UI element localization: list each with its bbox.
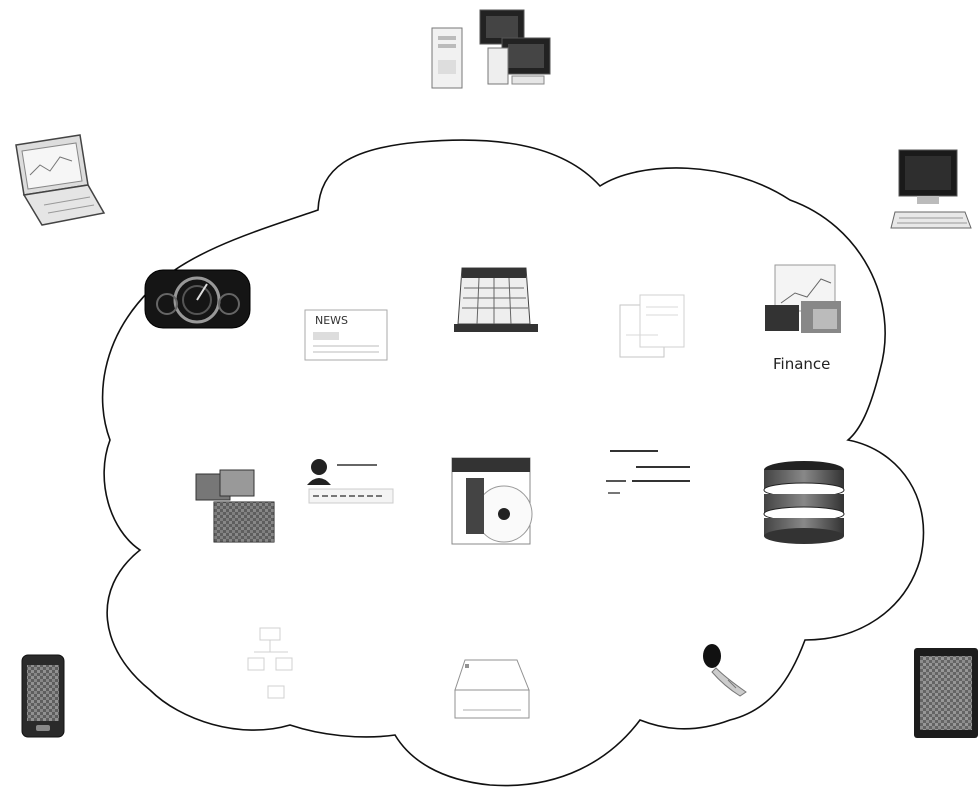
storage-drive-icon: [455, 660, 529, 718]
server-network-icon: [432, 10, 550, 88]
database-icon: [764, 461, 844, 544]
finance-label: Finance: [773, 355, 830, 373]
mobile-phone-icon: [22, 655, 64, 737]
dashboard-gauge-icon: [145, 270, 250, 328]
laptop-icon: [16, 135, 104, 225]
software-box-icon: [452, 458, 532, 544]
tablet-icon: [914, 648, 978, 738]
calendar-icon: [454, 268, 538, 332]
news-label: NEWS: [315, 314, 348, 327]
news-page-icon: NEWS: [305, 310, 387, 360]
finance-charts-icon: Finance: [765, 265, 841, 373]
desktop-computer-icon: [891, 150, 971, 228]
